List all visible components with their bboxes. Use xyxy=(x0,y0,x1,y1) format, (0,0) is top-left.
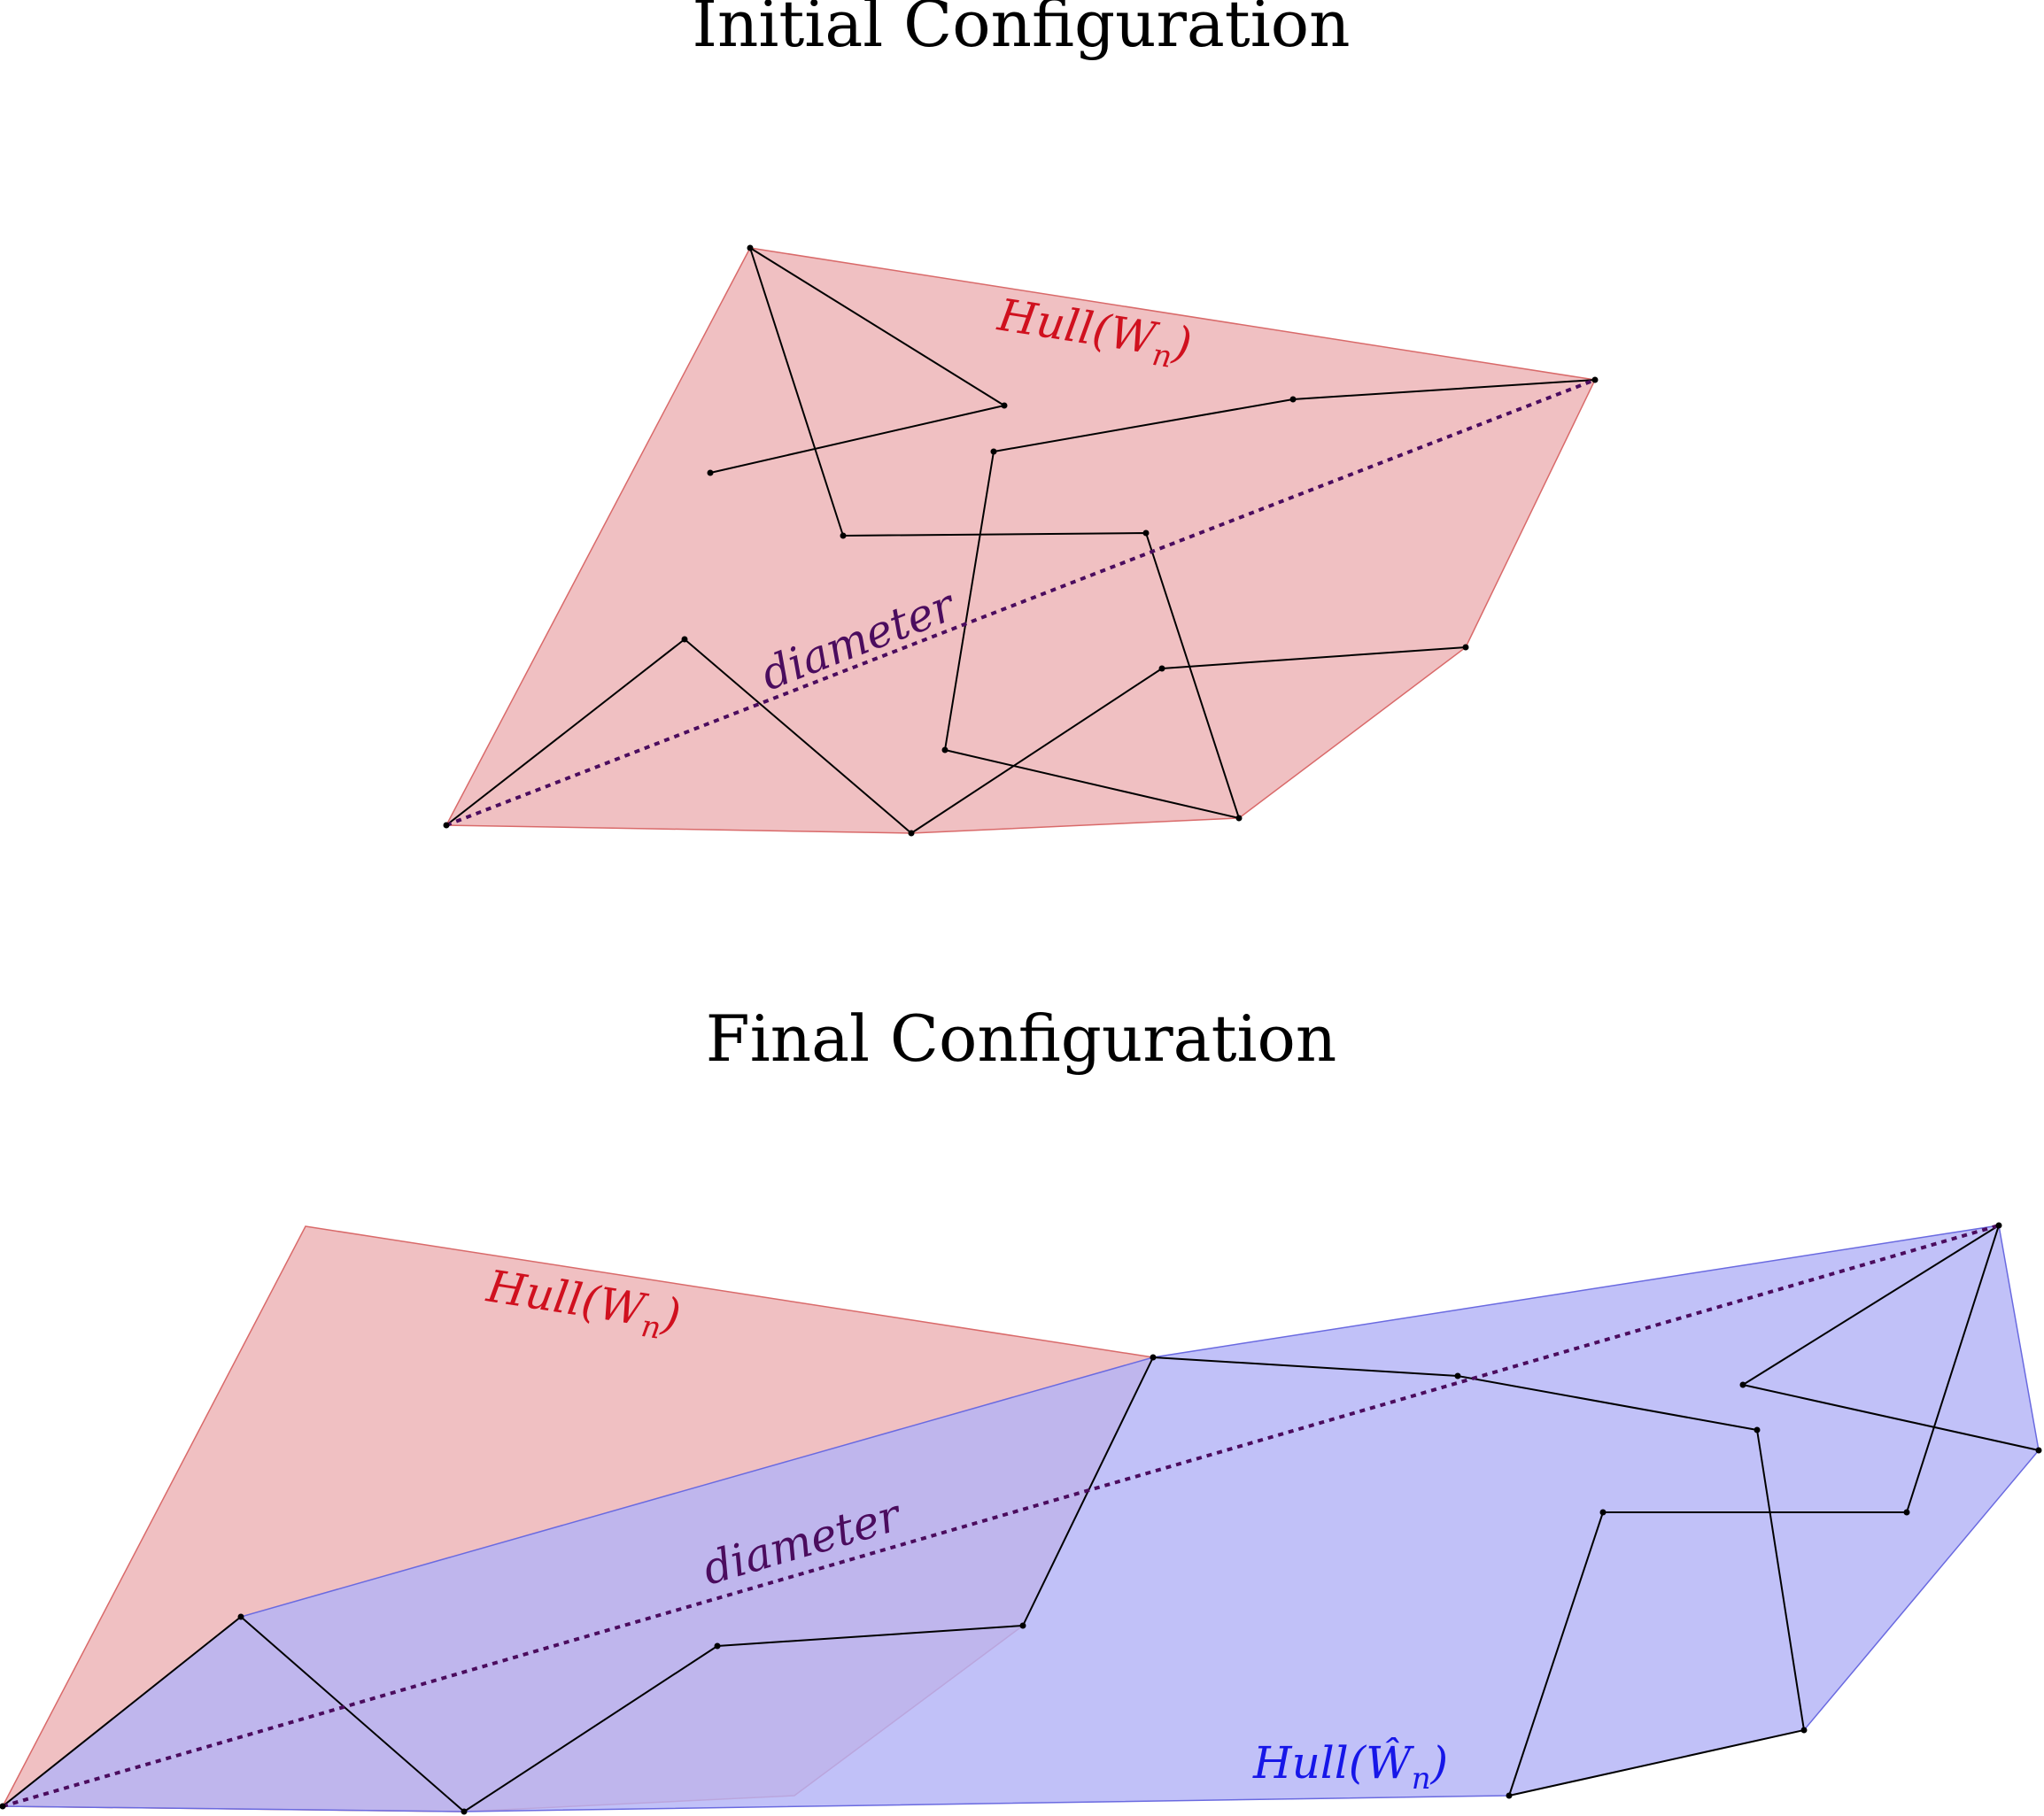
walk-vertex xyxy=(443,822,450,829)
walk-vertex xyxy=(714,1642,721,1650)
hull-label-subscript: n xyxy=(1412,1761,1431,1797)
walk-vertex xyxy=(1754,1426,1761,1433)
walk-vertex xyxy=(1158,665,1165,672)
walk-vertex xyxy=(707,469,714,476)
final-walk-vertices xyxy=(0,1222,2042,1815)
final-configuration-title: Final Configuration xyxy=(706,1001,1337,1076)
walk-vertex xyxy=(1739,1381,1746,1388)
final-diameter-line xyxy=(2,1224,2000,1808)
walk-vertex xyxy=(681,636,688,643)
final-configuration: Hull(Wn) Hull(Ŵn) diameter xyxy=(0,1222,2042,1815)
walk-vertex xyxy=(1001,402,1008,409)
walk-vertex xyxy=(747,244,754,251)
walk-vertex xyxy=(840,532,847,539)
walk-vertex xyxy=(1235,815,1243,822)
walk-vertex xyxy=(1019,1622,1026,1629)
initial-configuration: Hull(Wn) diameter xyxy=(443,244,1599,837)
walk-vertex xyxy=(1599,1509,1607,1516)
walk-vertex xyxy=(1903,1509,1910,1516)
initial-configuration-title: Initial Configuration xyxy=(693,0,1351,61)
walk-vertex xyxy=(1150,1354,1157,1361)
walk-vertex xyxy=(1462,644,1469,651)
initial-walk-path xyxy=(709,247,1596,819)
walk-vertex xyxy=(237,1613,244,1620)
walk-vertex xyxy=(1506,1792,1513,1799)
walk-vertex xyxy=(1591,376,1599,383)
walk-vertex xyxy=(2035,1447,2042,1454)
walk-vertex xyxy=(1289,396,1297,403)
hull-label-base: Hull(Ŵ xyxy=(1252,1736,1414,1789)
initial-walk-vertices xyxy=(443,244,1599,837)
walk-vertex xyxy=(461,1808,468,1815)
walk-vertex xyxy=(990,448,997,455)
walk-vertex xyxy=(1800,1727,1808,1734)
walk-vertex xyxy=(941,746,948,753)
walk-vertex xyxy=(908,830,915,837)
walk-vertex xyxy=(1142,529,1150,537)
hull-label-close: ) xyxy=(1430,1737,1449,1789)
final-blue-hull-label: Hull(Ŵn) xyxy=(1252,1736,1448,1797)
walk-vertex xyxy=(1995,1222,2002,1229)
walk-vertex xyxy=(1454,1372,1461,1379)
initial-diameter-line xyxy=(445,378,1596,827)
walk-vertex xyxy=(0,1803,6,1810)
